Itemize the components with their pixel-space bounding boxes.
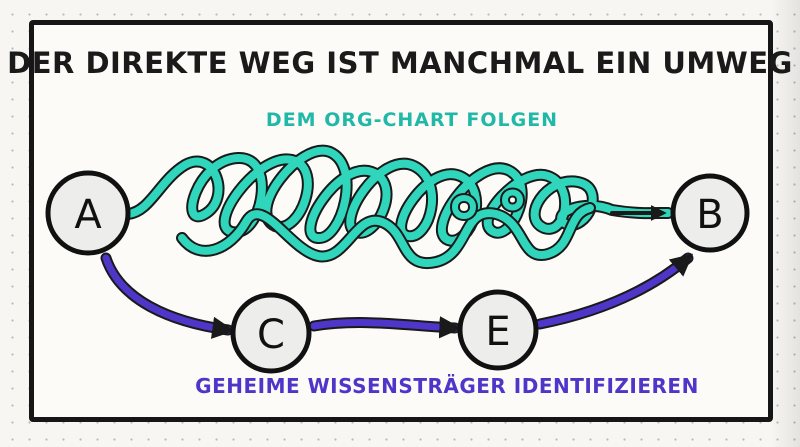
top-path-label: DEM ORG-CHART FOLGEN <box>266 109 558 131</box>
node-a: A <box>45 170 131 256</box>
page-edge-shadow <box>770 0 800 447</box>
node-c: C <box>230 292 312 374</box>
bottom-path-label: GEHEIME WISSENSTRÄGER IDENTIFIZIEREN <box>195 374 699 398</box>
page-title: DER DIREKTE WEG IST MANCHMAL EIN UMWEG <box>7 46 793 80</box>
node-c-label: C <box>257 312 285 358</box>
node-a-label: A <box>74 192 102 238</box>
node-b-label: B <box>696 192 723 238</box>
node-b: B <box>670 173 750 253</box>
node-e: E <box>457 289 539 371</box>
node-e-label: E <box>485 309 510 355</box>
tangled-org-chart-path <box>122 144 674 270</box>
direct-purple-path <box>100 252 694 339</box>
